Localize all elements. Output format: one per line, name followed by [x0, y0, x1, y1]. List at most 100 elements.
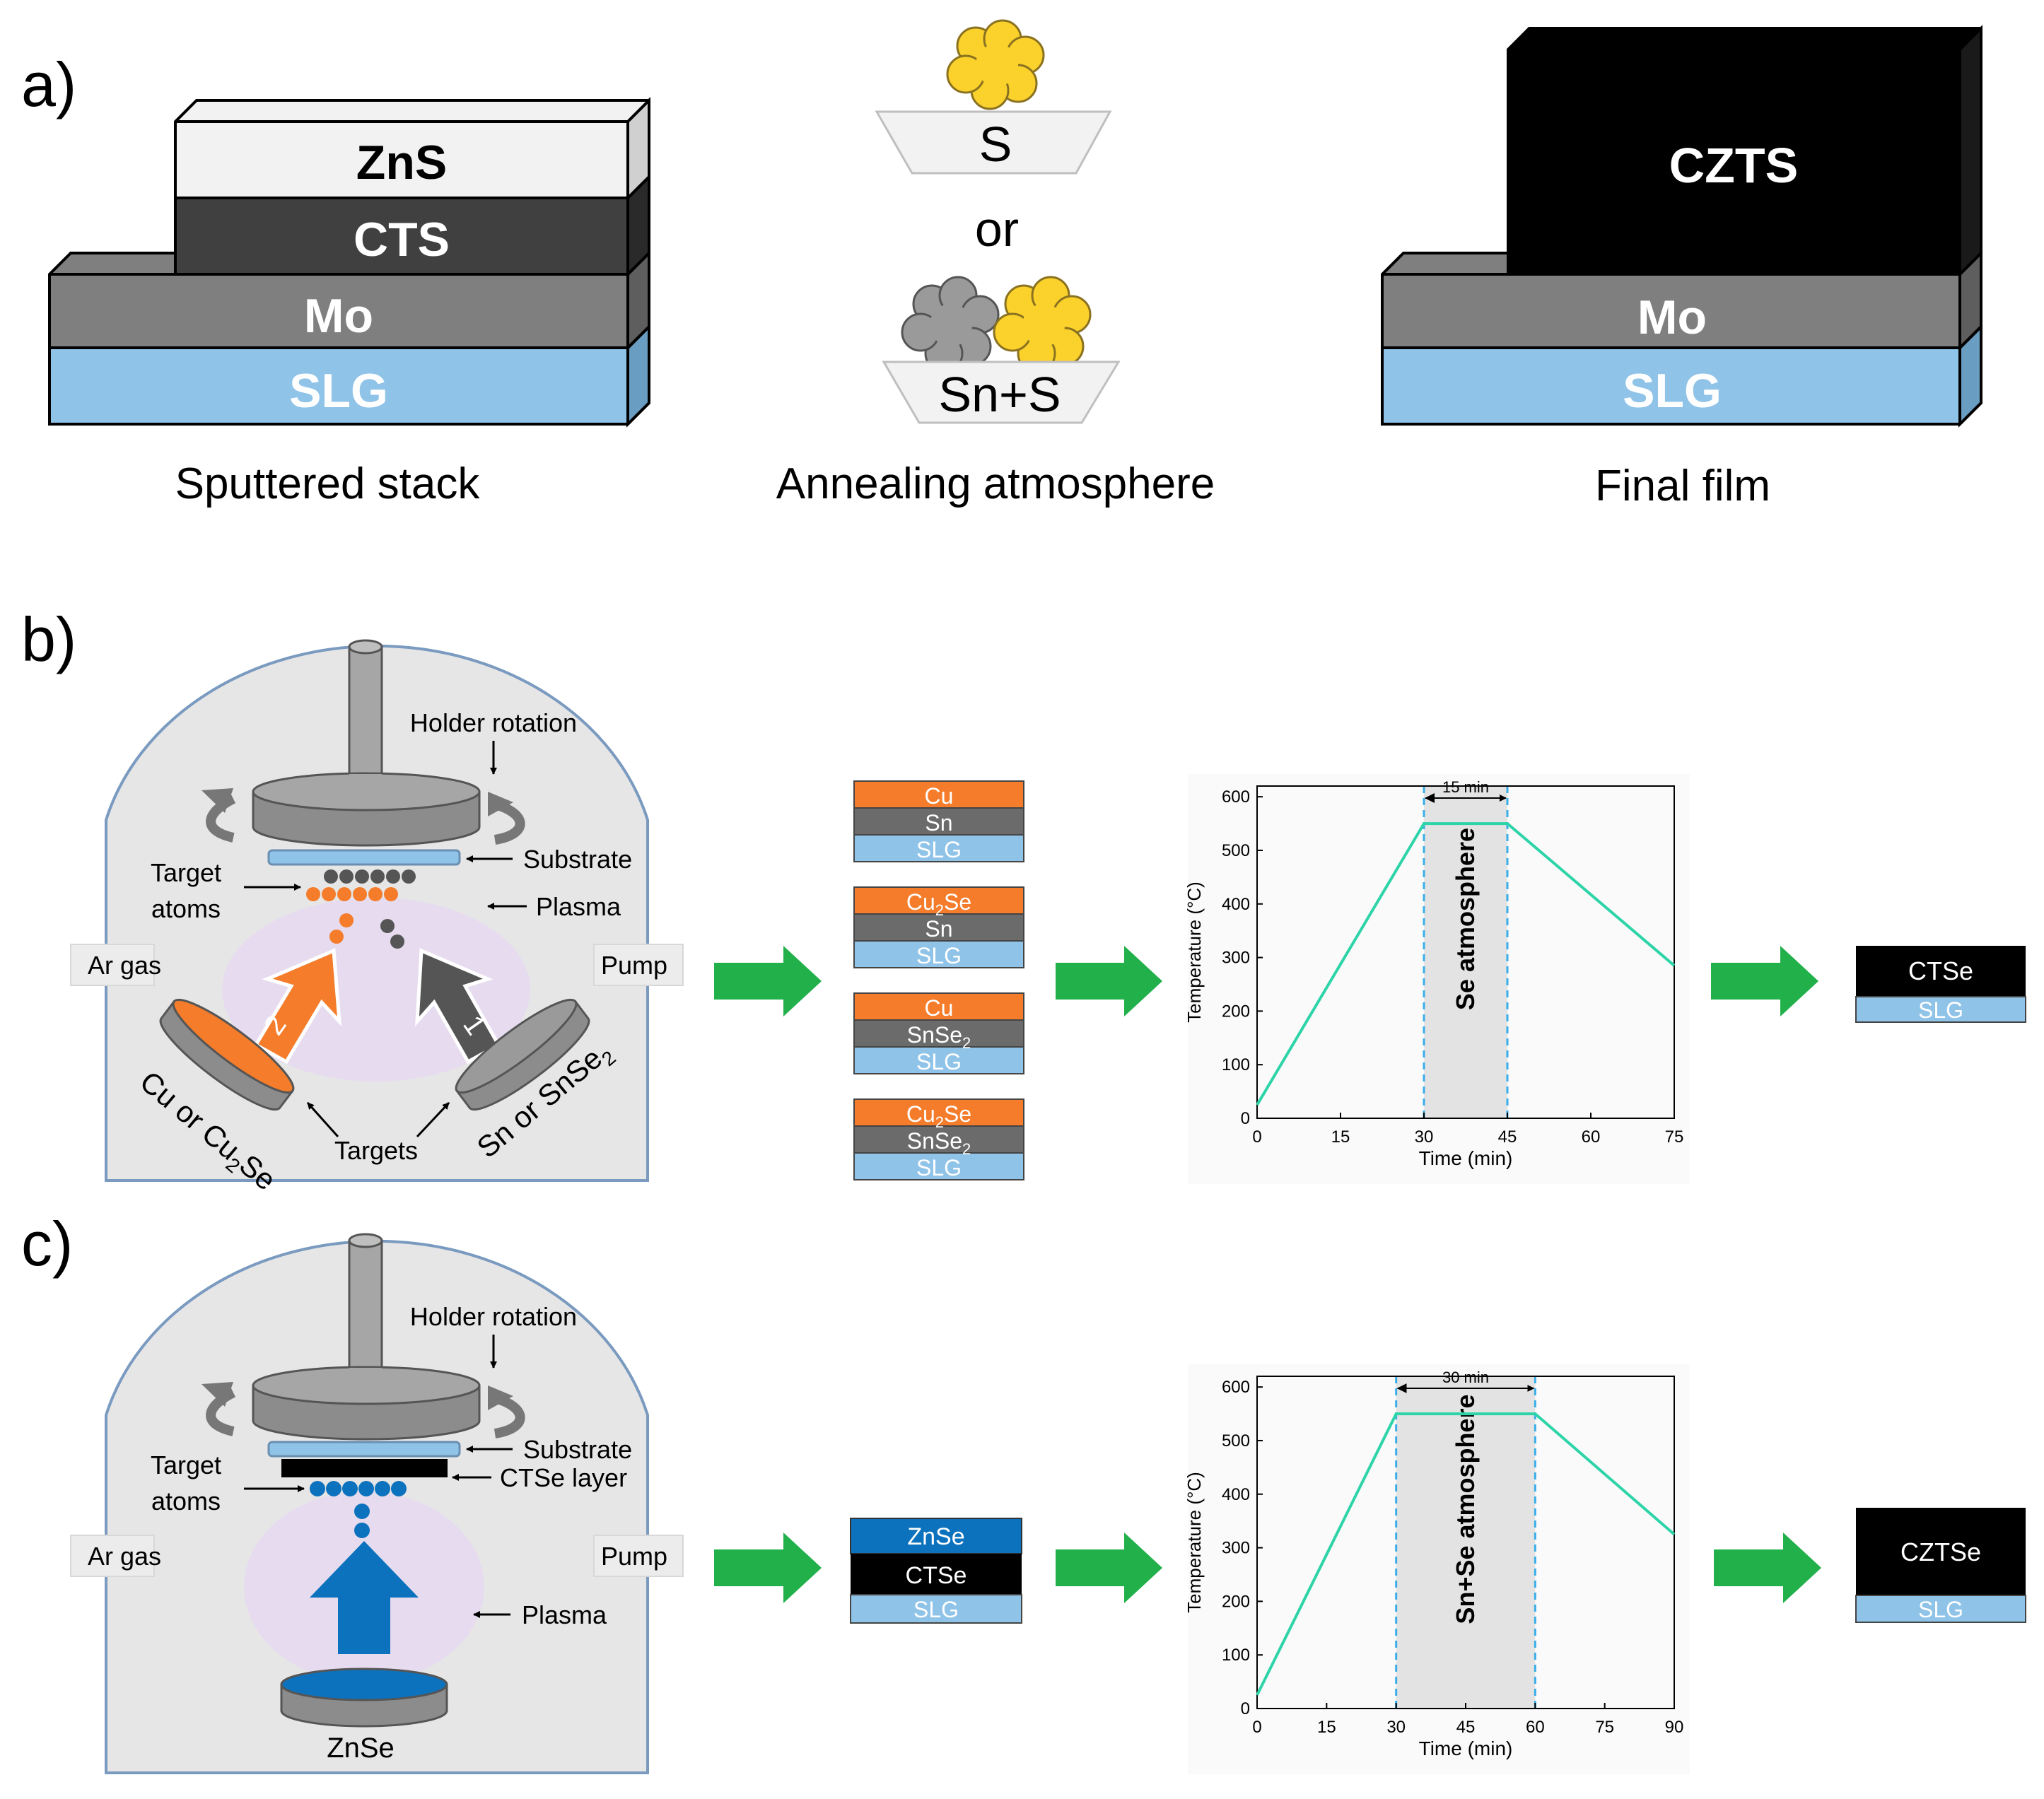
y-tick-label: 200 — [1222, 1002, 1250, 1021]
targets-pointer-left — [306, 1101, 339, 1138]
x-tick-label: 30 — [1386, 1718, 1406, 1737]
slg-result-label: SLG — [1918, 1597, 1963, 1622]
final-mo-label: Mo — [1637, 291, 1707, 344]
rotation-arrow-right-icon — [493, 1393, 525, 1438]
slg-label: SLG — [913, 1597, 959, 1622]
x-tick-label: 75 — [1595, 1718, 1614, 1737]
substrate — [267, 1441, 461, 1458]
ctse-layer — [851, 1554, 1022, 1595]
substrate-label: Substrate — [523, 845, 632, 874]
shaded-region — [1424, 786, 1507, 1118]
holder-rotation-label: Holder rotation — [410, 1302, 577, 1331]
ar-gas-label: Ar gas — [88, 951, 161, 980]
precursor-stack: Cu Sn SLG — [853, 780, 1024, 862]
stack-mid-label: SnSe2 — [907, 1022, 971, 1052]
temperature-line — [1256, 822, 1676, 1106]
tin-cloud-icon — [901, 276, 1000, 373]
x-axis-label: Time (min) — [1419, 1147, 1513, 1169]
sputter-arrow-1-icon — [415, 948, 501, 1065]
znse-ctse-stack: ZnSe CTSe SLG — [850, 1518, 1022, 1624]
y-tick-label: 300 — [1222, 949, 1250, 968]
process-arrow-icon — [714, 946, 822, 1016]
znse-label: ZnSe — [907, 1523, 964, 1550]
targets-pointer-right — [416, 1101, 450, 1138]
process-arrow-icon — [1714, 1533, 1821, 1603]
target-atoms-label-2: atoms — [151, 894, 221, 923]
target-atoms-dark — [324, 869, 416, 949]
zns-label: ZnS — [356, 136, 447, 189]
sn-s-boat-label: Sn+S — [938, 367, 1061, 422]
cztse-result-layer — [1856, 1508, 2026, 1595]
stack-mid-label: SnSe2 — [907, 1128, 971, 1158]
y-tick-label: 100 — [1222, 1055, 1250, 1074]
x-tick-label: 30 — [1415, 1127, 1434, 1147]
process-arrow-icon — [1056, 946, 1162, 1016]
y-tick-label: 500 — [1222, 1431, 1250, 1451]
panel-b: b) — [21, 604, 2026, 1197]
target-atoms-orange — [306, 887, 398, 944]
pump-label: Pump — [601, 951, 667, 980]
sputter-arrow-icon — [310, 1541, 419, 1654]
slg-result-layer — [1855, 1595, 2026, 1623]
stack-bottom-label: SLG — [916, 1155, 962, 1180]
precursor-stack: Cu2Se SnSe2 SLG — [853, 1098, 1024, 1180]
ctse-layer — [281, 1459, 448, 1477]
czts-result-stack: CZTSe SLG — [1855, 1508, 2026, 1623]
x-tick-label: 15 — [1317, 1718, 1336, 1737]
stack-top-label: Cu — [925, 783, 954, 809]
stack-top-label: Cu — [925, 995, 954, 1021]
ar-gas-port — [70, 1535, 155, 1577]
x-axis-label: Time (min) — [1419, 1738, 1513, 1759]
x-tick-label: 60 — [1582, 1127, 1601, 1147]
plot-frame — [1256, 785, 1675, 1119]
sn-s-boat — [882, 361, 1121, 424]
ctse-result-stack: CTSe SLG — [1855, 946, 2026, 1023]
czts-label: CZTS — [1669, 138, 1799, 193]
duration-label: 30 min — [1442, 1369, 1489, 1386]
x-tick-label: 0 — [1252, 1718, 1261, 1737]
slg-label: SLG — [289, 364, 388, 418]
pump-port — [593, 944, 684, 986]
rotation-arrow-right-icon — [493, 799, 525, 845]
target-atoms-label-2: atoms — [151, 1487, 221, 1516]
stack-mid-label: Sn — [925, 810, 952, 836]
y-axis-label: Temperature (°C) — [1184, 1472, 1205, 1613]
y-tick-label: 400 — [1222, 895, 1250, 914]
panel-b-label: b) — [21, 604, 76, 674]
znse-layer — [850, 1518, 1022, 1554]
stack-mid-label: Sn — [925, 916, 952, 942]
precursor-stacks: Cu Sn SLG Cu2Se Sn SLG Cu SnSe2 SLG — [853, 780, 1024, 1180]
x-tick-label: 15 — [1331, 1127, 1350, 1147]
precursor-stack: Cu SnSe2 SLG — [853, 992, 1024, 1074]
y-tick-label: 100 — [1222, 1646, 1250, 1665]
precursor-stack: Cu2Se Sn SLG — [853, 886, 1024, 968]
holder-rotation-label: Holder rotation — [410, 708, 577, 737]
y-tick-label: 600 — [1222, 1378, 1250, 1397]
x-tick-label: 75 — [1665, 1127, 1684, 1147]
panel-a: a) ZnS CTS Mo SLG Sputtered stack — [21, 19, 1982, 510]
region-label: Se atmosphere — [1451, 828, 1480, 1010]
ctse-result-label: CTSe — [1908, 956, 1973, 985]
pump-port — [593, 1535, 684, 1577]
ctse-result-layer — [1856, 946, 2026, 997]
substrate-label: Substrate — [523, 1435, 632, 1464]
targets-label: Targets — [334, 1136, 418, 1165]
final-film: CZTS Mo SLG Final film — [1381, 25, 1982, 510]
y-tick-label: 500 — [1222, 841, 1250, 860]
stack-bottom-label: SLG — [916, 1049, 962, 1074]
ar-gas-port — [70, 944, 155, 986]
cztse-result-label: CZTSe — [1900, 1537, 1981, 1566]
znse-atoms — [310, 1481, 407, 1538]
final-film-caption: Final film — [1595, 462, 1770, 510]
sputtering-chamber-c: ZnSe Ar gas Pump Holder rotation Substra… — [70, 1233, 684, 1774]
cts-label: CTS — [354, 213, 450, 266]
target-cu-left — [159, 998, 295, 1111]
substrate — [267, 849, 461, 866]
s-boat — [875, 110, 1112, 175]
region-label: Sn+Se atmosphere — [1451, 1394, 1480, 1624]
plasma-label: Plasma — [536, 892, 621, 921]
holder-shaft — [348, 1239, 383, 1383]
s-boat-label: S — [979, 117, 1012, 172]
